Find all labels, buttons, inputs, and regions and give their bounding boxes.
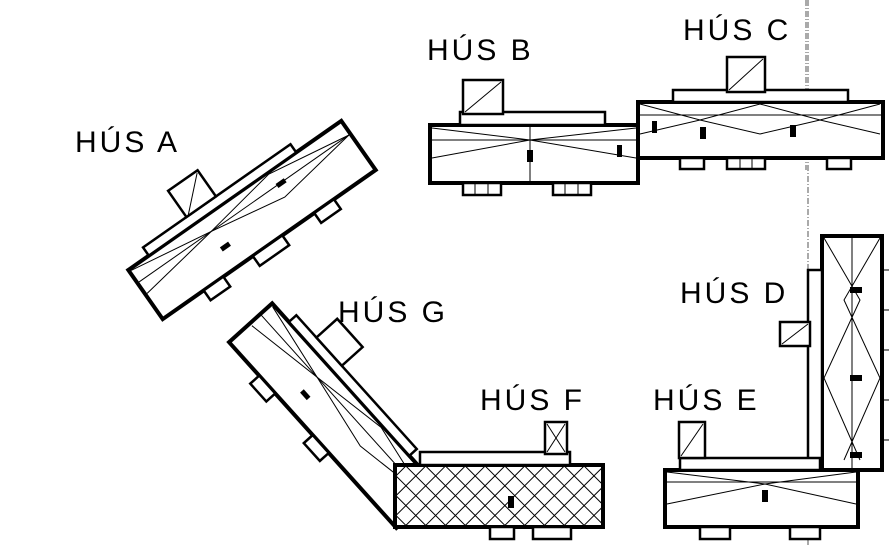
building-e — [663, 420, 860, 541]
label-hus-f: HÚS F — [480, 384, 585, 417]
building-f — [393, 420, 605, 541]
building-a — [125, 118, 379, 322]
building-g — [226, 300, 443, 531]
label-hus-g: HÚS G — [338, 296, 448, 329]
label-hus-d: HÚS D — [680, 277, 788, 310]
building-d — [778, 234, 889, 472]
label-hus-a: HÚS A — [75, 126, 180, 159]
building-c — [636, 55, 885, 171]
label-hus-e: HÚS E — [653, 384, 760, 417]
label-hus-b: HÚS B — [427, 34, 534, 67]
building-b — [428, 78, 640, 197]
label-hus-c: HÚS C — [683, 14, 791, 47]
